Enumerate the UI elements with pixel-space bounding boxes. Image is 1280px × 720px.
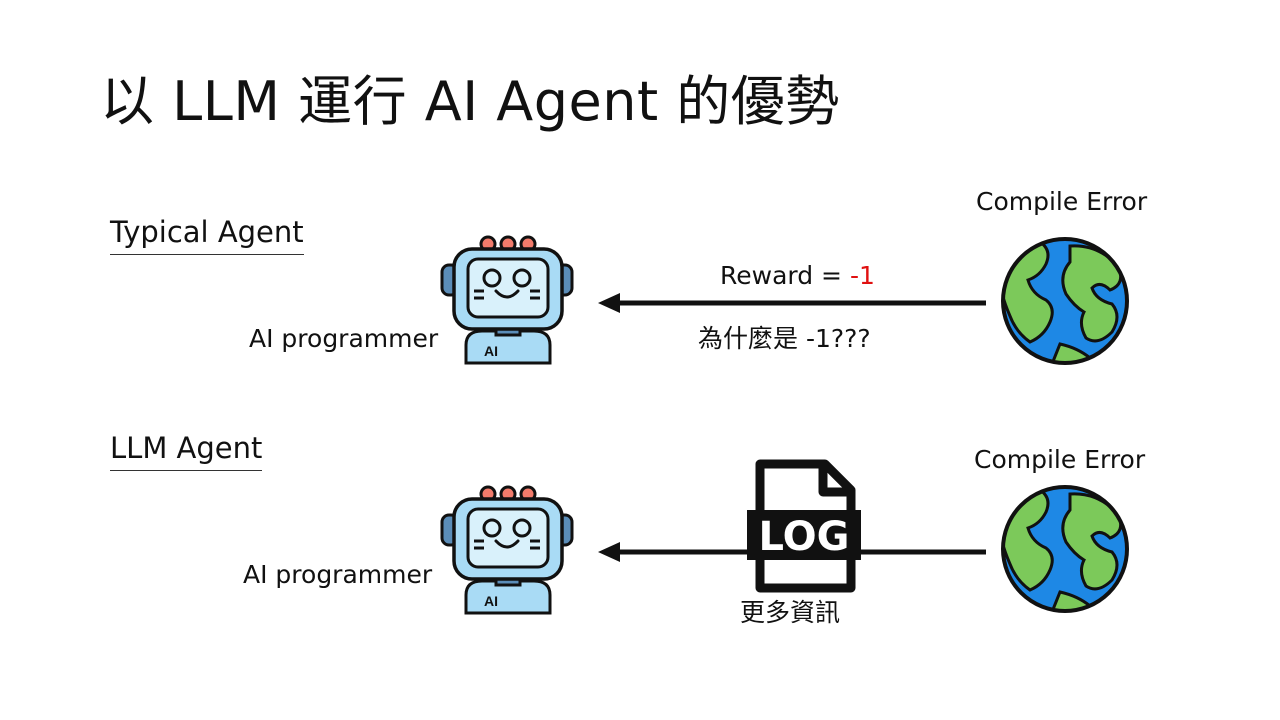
env-label-typical: Compile Error [976, 187, 1148, 216]
reward-text: Reward = -1 [720, 260, 875, 292]
arrow-left-icon [598, 293, 986, 313]
section-label-llm: LLM Agent [110, 428, 263, 471]
globe-icon [1001, 237, 1129, 365]
robot-badge: AI [484, 343, 498, 359]
log-file-icon: LOG [747, 459, 861, 593]
log-text: LOG [759, 514, 850, 560]
slide-title: 以 LLM 運行 AI Agent 的優勢 [100, 70, 840, 133]
reward-prefix: Reward = [720, 261, 850, 290]
reward-value: -1 [849, 261, 875, 290]
question-text: 為什麼是 -1??? [698, 324, 871, 353]
robot-icon: AI [440, 485, 574, 615]
robot-icon: AI [440, 235, 574, 365]
globe-icon [1001, 485, 1129, 613]
section-label-typical: Typical Agent [110, 212, 304, 255]
agent-label-typical: AI programmer [249, 324, 439, 353]
log-caption: 更多資訊 [740, 598, 841, 627]
agent-label-llm: AI programmer [243, 560, 433, 589]
robot-badge: AI [484, 593, 498, 609]
env-label-llm: Compile Error [974, 445, 1146, 474]
